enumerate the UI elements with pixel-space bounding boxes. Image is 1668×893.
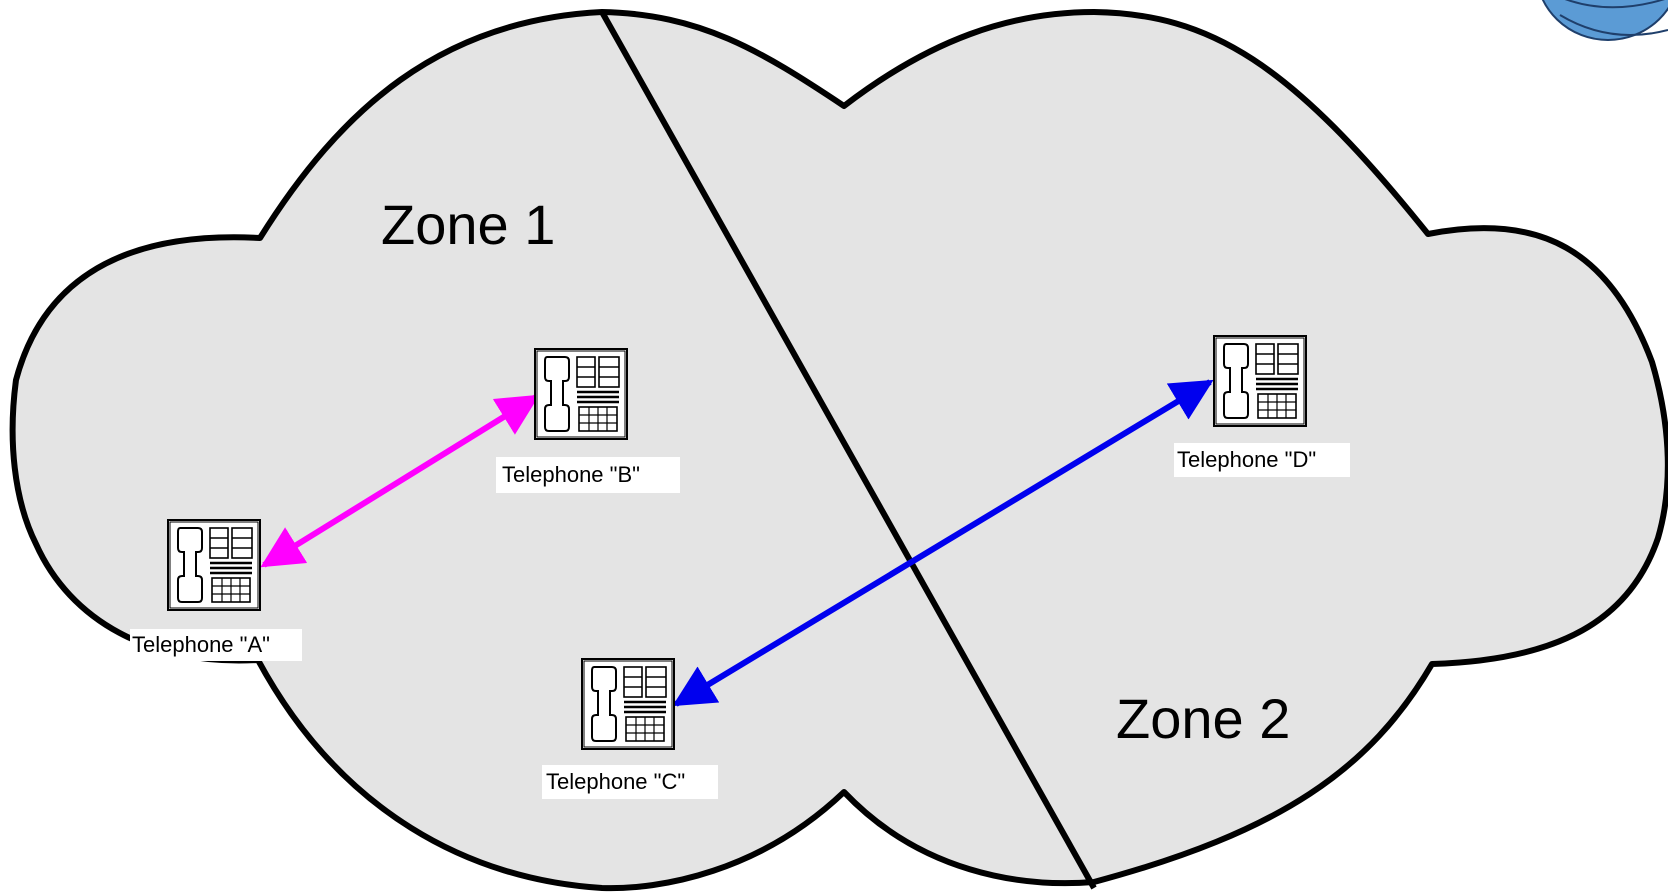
telephone-c-label: Telephone "C" xyxy=(546,769,685,794)
network-cloud xyxy=(9,9,1668,892)
connection-c-d xyxy=(672,379,1214,707)
telephone-c-icon xyxy=(580,657,676,751)
telephone-b: Telephone "B" xyxy=(496,347,680,493)
telephone-d-label-bg xyxy=(1174,443,1350,477)
telephone-b-label-bg xyxy=(496,457,680,493)
telephone-d-icon xyxy=(1212,334,1308,428)
connection-a-b xyxy=(260,394,540,568)
telephone-a-icon xyxy=(166,518,262,612)
telephone-a: Telephone "A" xyxy=(130,518,302,661)
telephone-c: Telephone "C" xyxy=(542,657,718,799)
telephone-d: Telephone "D" xyxy=(1174,334,1350,477)
telephone-b-label: Telephone "B" xyxy=(502,462,640,487)
zone-2-label: Zone 2 xyxy=(1116,687,1290,750)
globe-icon xyxy=(1541,0,1668,41)
telephone-d-label: Telephone "D" xyxy=(1177,447,1316,472)
telephone-b-icon xyxy=(533,347,629,441)
zone-1-label: Zone 1 xyxy=(381,193,555,256)
telephone-c-label-bg xyxy=(542,765,718,799)
telephone-a-label: Telephone "A" xyxy=(132,632,270,657)
telephone-a-label-bg xyxy=(130,629,302,661)
